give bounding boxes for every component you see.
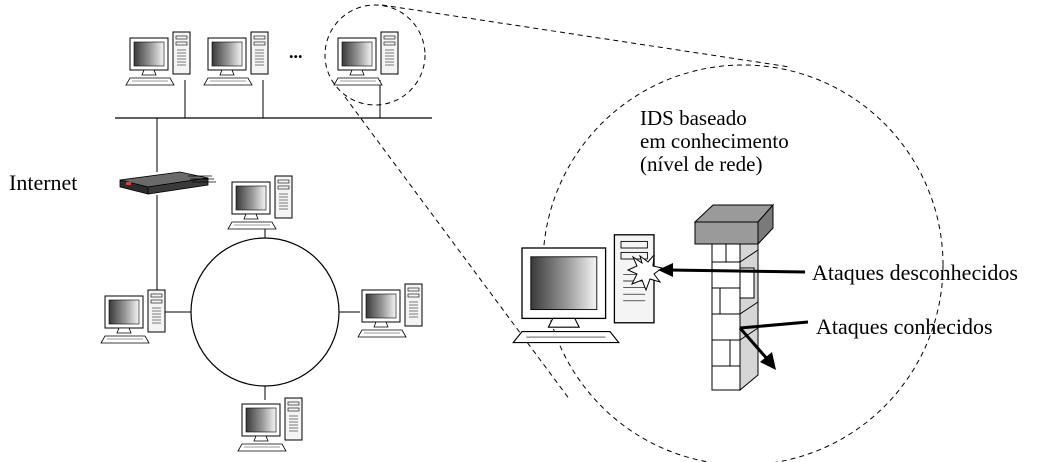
ring <box>190 237 340 387</box>
ids-computer-icon <box>512 234 655 344</box>
unknown-attack-arrow <box>658 263 806 277</box>
bus-network <box>115 31 432 119</box>
zoom-callout <box>324 4 944 462</box>
internet-label: Internet <box>9 170 78 195</box>
router-icon <box>119 171 216 195</box>
computer-icon <box>125 31 191 86</box>
computer-icon <box>333 31 399 86</box>
computer-icon <box>100 289 166 344</box>
alert-burst-icon <box>626 253 664 292</box>
computer-icon <box>237 397 303 452</box>
zoom-source-circle <box>324 4 426 106</box>
ids-title: IDS baseado em conhecimento (nível de re… <box>640 106 789 176</box>
known-attacks-label: Ataques conhecidos <box>816 314 993 339</box>
computer-icon <box>227 175 293 230</box>
ring-network <box>100 175 423 452</box>
known-attack-arrow <box>738 320 809 370</box>
computer-icon <box>357 283 423 338</box>
unknown-attacks-label: Ataques desconhecidos <box>812 260 1018 285</box>
zoom-detail-circle <box>542 64 944 462</box>
more-computers-ellipsis: ... <box>289 42 303 62</box>
firewall-icon <box>693 203 775 392</box>
computer-icon <box>203 31 269 86</box>
